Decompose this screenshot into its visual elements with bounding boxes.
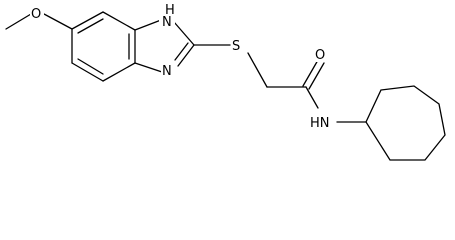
bond-methyl-o — [5, 13, 32, 30]
bond-s-ch2 — [247, 52, 268, 88]
bond-benz-2 — [102, 11, 136, 31]
atom-methoxy-oxygen: O — [31, 7, 41, 22]
bond-benz-double-1 — [77, 18, 104, 34]
bond-benz-1 — [71, 11, 104, 30]
bond-co-double-b — [308, 62, 325, 90]
atom-ring-nitrogen: N — [162, 64, 172, 79]
bond-co-nh — [305, 86, 319, 109]
bond-benz-5 — [71, 62, 104, 82]
structure-canvas: O H N N S O HN — [5, 3, 446, 161]
bond-imid-3 — [177, 44, 195, 67]
atom-amide-nh: HN — [310, 116, 330, 131]
bond-imid-4 — [134, 62, 163, 73]
bond-co-double-a — [302, 59, 319, 87]
atom-ring-nh-nitrogen: N — [162, 15, 172, 30]
bond-o-ring — [43, 13, 73, 30]
bond-benz-double-3 — [77, 58, 104, 75]
atom-carbonyl-oxygen: O — [315, 48, 325, 63]
bond-imid-1 — [134, 19, 162, 31]
bond-imid-2 — [173, 21, 195, 46]
atom-thioether-sulfur: S — [232, 39, 240, 54]
bond-imid-double — [174, 42, 189, 61]
atom-ring-nh-hydrogen: H — [165, 3, 175, 18]
cycloheptane-ring — [365, 85, 446, 161]
bond-benz-4 — [102, 62, 136, 82]
molecule-diagram: O H N N S O HN — [5, 3, 446, 161]
